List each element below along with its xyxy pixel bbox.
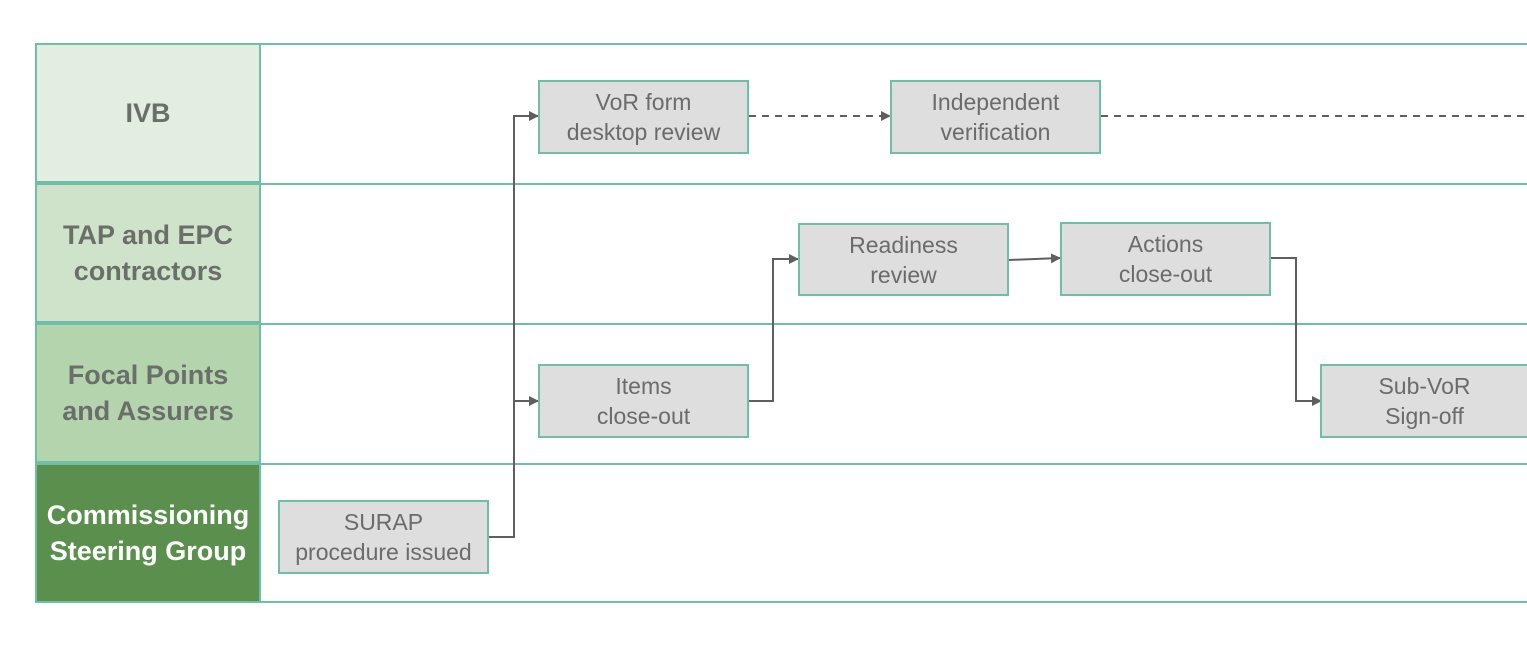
step-label-sub-vor-signoff: Sub-VoR Sign-off (1378, 373, 1471, 429)
step-label-items-closeout: Items close-out (596, 373, 691, 429)
step-vor-form-desktop-review: VoR form desktop review (538, 80, 749, 154)
lane-label-ivb: IVB (125, 98, 171, 128)
step-sub-vor-signoff: Sub-VoR Sign-off (1320, 364, 1527, 438)
lane-label-commissioning: Commissioning Steering Group (46, 500, 250, 566)
step-actions-closeout: Actions close-out (1060, 222, 1271, 296)
step-independent-verification: Independent verification (890, 80, 1101, 154)
lane-header-tap-epc: TAP and EPC contractors (35, 183, 261, 323)
lane-band-tap-epc (35, 183, 1527, 323)
step-label-vor-form: VoR form desktop review (566, 89, 721, 145)
lane-header-focal-points: Focal Points and Assurers (35, 323, 261, 463)
step-items-closeout: Items close-out (538, 364, 749, 438)
lane-band-ivb (35, 43, 1527, 183)
lane-band-commissioning (35, 463, 1527, 603)
step-label-readiness-review: Readiness review (849, 231, 958, 288)
step-surap-procedure-issued: SURAP procedure issued (278, 500, 489, 574)
step-label-actions-closeout: Actions close-out (1118, 231, 1213, 287)
lane-header-commissioning: Commissioning Steering Group (35, 463, 261, 603)
step-label-surap: SURAP procedure issued (295, 509, 472, 565)
step-label-independent-verification: Independent verification (931, 89, 1060, 145)
step-readiness-review: Readiness review (798, 223, 1009, 296)
lane-header-ivb: IVB (35, 43, 261, 183)
lane-label-focal-points: Focal Points and Assurers (62, 360, 234, 426)
lane-label-tap-epc: TAP and EPC contractors (62, 220, 234, 286)
